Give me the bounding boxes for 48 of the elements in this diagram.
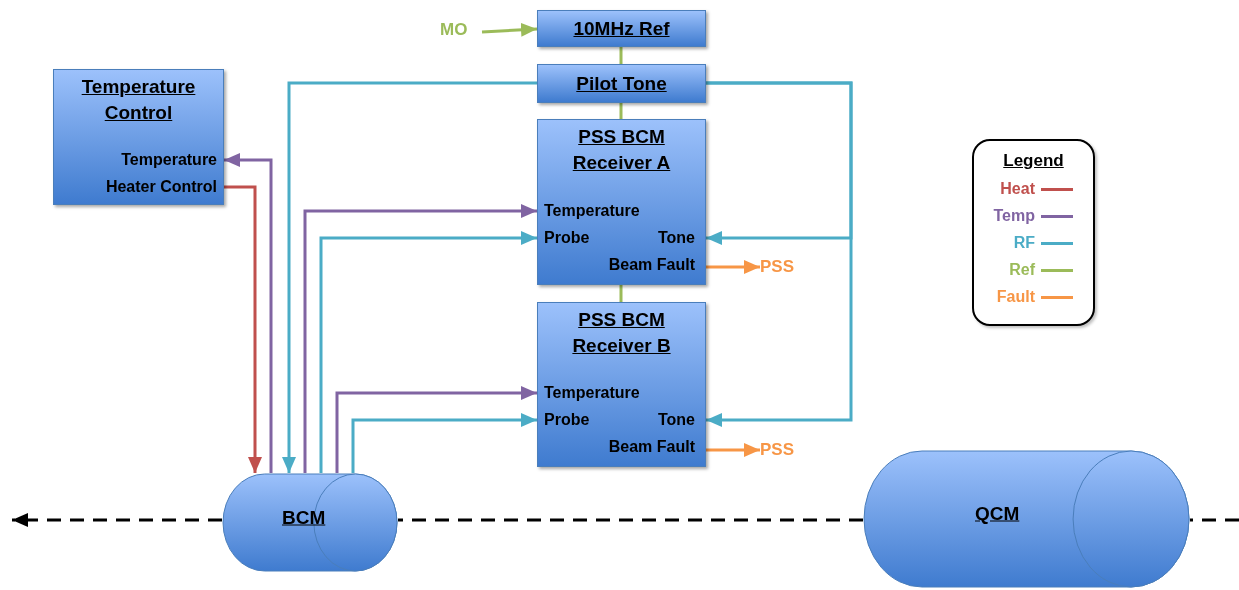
box-title: PSS BCM Receiver A xyxy=(571,125,672,175)
port-label: Beam Fault xyxy=(608,255,695,275)
signal-arrow xyxy=(319,231,537,473)
box-title: PSS BCM Receiver B xyxy=(571,308,672,358)
reference-box xyxy=(537,10,706,47)
box-title: QCM xyxy=(975,502,1020,525)
signal-arrow xyxy=(282,81,537,473)
signal-destination-label: PSS xyxy=(760,257,800,281)
signal-arrow xyxy=(335,386,537,473)
pilot-tone-box xyxy=(537,64,706,103)
receiver-box xyxy=(537,302,706,467)
signal-line xyxy=(619,285,623,302)
signal-arrow xyxy=(706,260,760,274)
signal-arrow xyxy=(706,81,853,427)
port-label: Probe xyxy=(544,228,590,248)
legend-label: Fault xyxy=(996,288,1035,306)
port-label: Heater Control xyxy=(105,177,217,197)
box-title: Pilot Tone xyxy=(575,71,668,96)
port-label: Temperature xyxy=(121,150,217,170)
box-title: Temperature Control xyxy=(80,75,197,125)
port-label: Beam Fault xyxy=(608,437,695,457)
signal-line xyxy=(619,47,623,64)
receiver-box xyxy=(537,119,706,285)
beam-line xyxy=(1190,518,1239,522)
box-title: BCM xyxy=(282,506,326,528)
legend-title: Legend xyxy=(1002,151,1065,171)
signal-arrow xyxy=(224,185,262,473)
legend-label: Temp xyxy=(993,207,1035,225)
port-label: Temperature xyxy=(544,201,640,221)
signal-arrow xyxy=(303,204,537,473)
temperature-control-box xyxy=(53,69,224,205)
port-label: Temperature xyxy=(544,383,640,403)
box-title: 10MHz Ref xyxy=(572,16,671,41)
port-label: Tone xyxy=(657,410,695,430)
beam-line xyxy=(12,513,222,527)
signal-destination-label: PSS xyxy=(760,440,800,464)
signal-arrow xyxy=(224,153,273,473)
signal-arrow xyxy=(706,443,760,457)
port-label: Tone xyxy=(657,228,695,248)
signal-arrow xyxy=(481,22,538,37)
beam-line xyxy=(398,518,863,522)
legend-label: Heat xyxy=(1000,180,1035,198)
signal-source-label: MO xyxy=(440,20,482,44)
signal-line xyxy=(619,103,623,119)
port-label: Probe xyxy=(544,410,590,430)
signal-arrow xyxy=(351,413,537,473)
legend-label: Ref xyxy=(1009,261,1035,279)
legend-label: RF xyxy=(1013,234,1035,252)
